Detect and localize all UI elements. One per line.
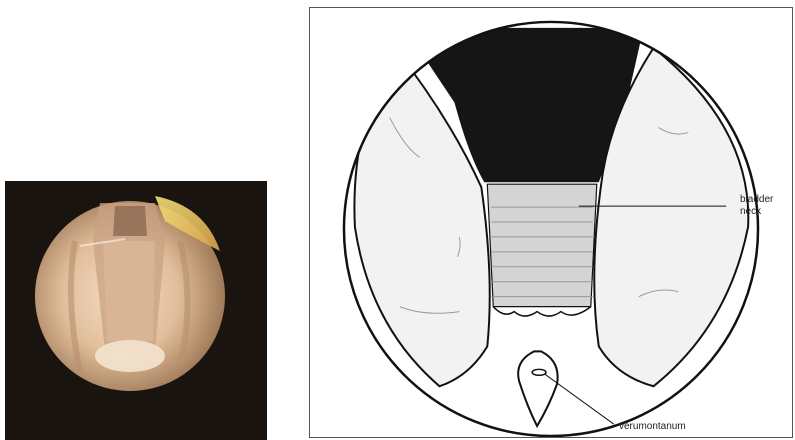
diagram-drawing <box>310 8 792 437</box>
verumontanum-leader <box>545 374 614 424</box>
urethra-diagram: bladder neck verumontanum <box>309 7 793 438</box>
label-verumontanum: verumontanum <box>619 421 686 433</box>
bladder-neck-region <box>487 184 596 306</box>
label-bladder-neck: bladder neck <box>740 194 773 218</box>
verumontanum-shape <box>518 351 557 426</box>
endoscopic-photo <box>5 181 267 440</box>
endoscopic-photo-graphic <box>5 181 267 440</box>
